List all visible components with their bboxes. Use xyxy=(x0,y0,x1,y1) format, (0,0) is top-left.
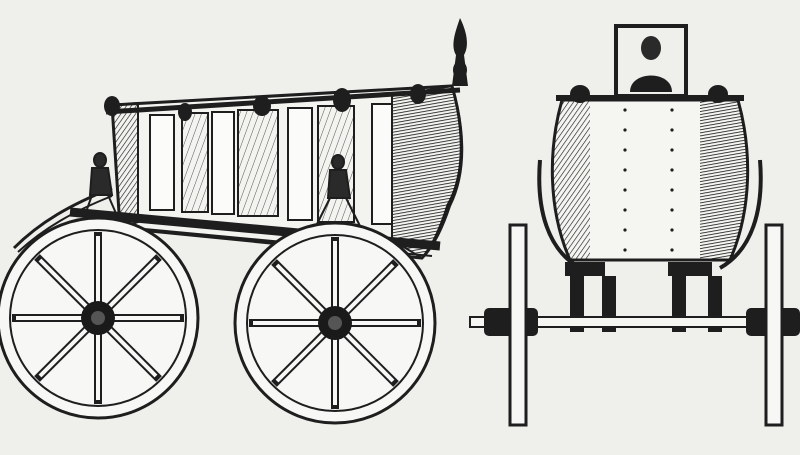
end-wheel-right xyxy=(764,223,784,427)
end-view xyxy=(469,24,800,427)
side-panels xyxy=(149,103,393,225)
rear-figure xyxy=(315,154,361,227)
roof-ornaments xyxy=(104,18,468,121)
end-wheel-left xyxy=(508,223,528,427)
bust-frame xyxy=(614,24,688,98)
front-wheel xyxy=(0,216,200,420)
barrel-body xyxy=(550,85,750,262)
side-brackets xyxy=(537,159,763,270)
rear-wheel xyxy=(233,221,437,425)
front-figure xyxy=(83,152,119,219)
side-view xyxy=(0,18,468,425)
